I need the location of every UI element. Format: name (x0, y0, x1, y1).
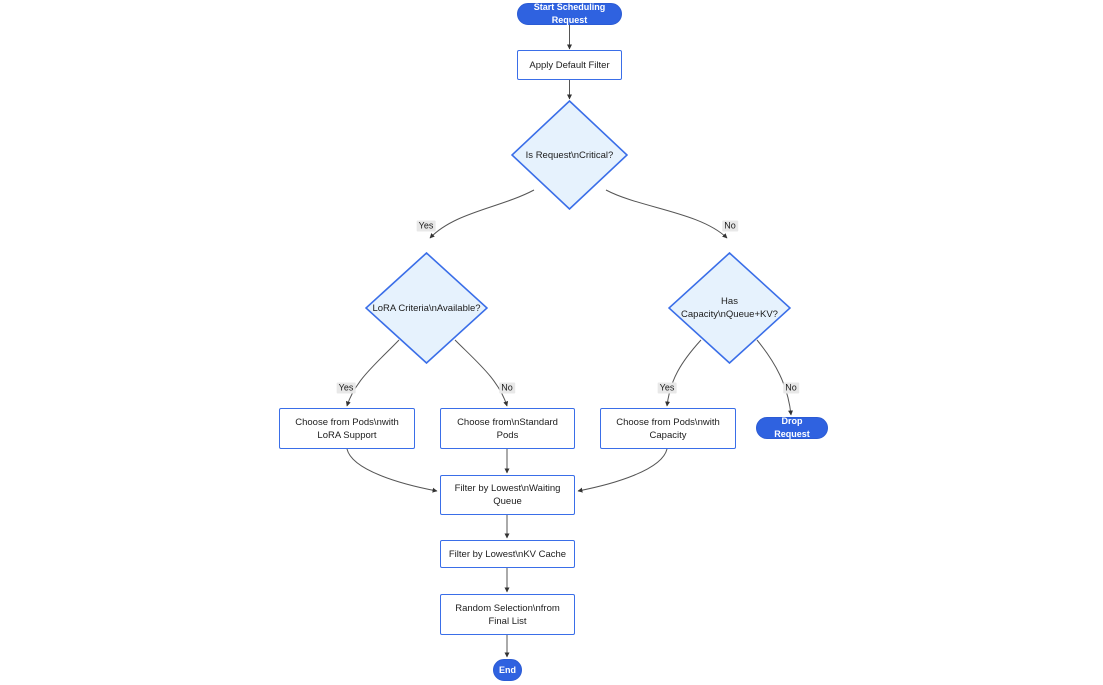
diamond-shape (511, 100, 628, 210)
node-start[interactable]: Start Scheduling Request (517, 2, 622, 25)
node-choose-standard-pods[interactable]: Choose from\nStandard Pods (440, 408, 575, 449)
edge-label-capacity-yes: Yes (657, 382, 677, 394)
node-has-capacity-queue-kv[interactable]: Has Capacity\nQueue+KV? (668, 252, 791, 364)
node-choose-standard-pods-label: Choose from\nStandard Pods (457, 416, 558, 441)
edge-label-lora-no: No (499, 382, 515, 394)
node-drop-request[interactable]: Drop Request (756, 416, 828, 439)
node-filter-by-lowest-waiting-queue-label: Filter by Lowest\nWaiting Queue (454, 483, 561, 507)
node-random-selection-from-final-list[interactable]: Random Selection\nfrom Final List (440, 594, 575, 635)
node-lora-criteria-available[interactable]: LoRA Criteria\nAvailable? (365, 252, 488, 364)
node-is-request-critical[interactable]: Is Request\nCritical? (511, 100, 628, 210)
node-random-selection-from-final-list-label: Random Selection\nfrom Final List (455, 602, 560, 627)
node-choose-pods-with-lora-support[interactable]: Choose from Pods\nwith LoRA Support (279, 408, 415, 449)
node-is-request-critical-label: Is Request\nCritical? (525, 149, 614, 161)
edge-label-capacity-no: No (783, 382, 799, 394)
diamond-shape (668, 252, 791, 364)
node-apply-default-filter[interactable]: Apply Default Filter (517, 50, 622, 80)
edge-label-lora-yes: Yes (336, 382, 356, 394)
node-choose-pods-with-capacity[interactable]: Choose from Pods\nwith Capacity (600, 408, 736, 449)
diamond-shape (365, 252, 488, 364)
edge-podscap-to-waiting (577, 448, 668, 493)
node-end-label: End (499, 664, 516, 675)
edge-podslora-to-waiting (346, 448, 438, 493)
node-lora-criteria-available-label: LoRA Criteria\nAvailable? (372, 302, 481, 314)
node-start-label: Start Scheduling Request (533, 2, 606, 25)
node-filter-by-lowest-kv-cache-label: Filter by Lowest\nKV Cache (448, 548, 567, 560)
node-drop-request-label: Drop Request (774, 416, 810, 439)
edge-label-critical-yes: Yes (416, 220, 436, 232)
node-has-capacity-queue-kv-label: Has Capacity\nQueue+KV? (681, 296, 778, 320)
node-filter-by-lowest-waiting-queue[interactable]: Filter by Lowest\nWaiting Queue (440, 475, 575, 515)
node-end[interactable]: End (493, 659, 522, 681)
edge-label-critical-no: No (722, 220, 738, 232)
node-apply-default-filter-label: Apply Default Filter (529, 59, 610, 71)
node-choose-pods-with-lora-support-label: Choose from Pods\nwith LoRA Support (295, 416, 399, 441)
node-filter-by-lowest-kv-cache[interactable]: Filter by Lowest\nKV Cache (440, 540, 575, 568)
node-choose-pods-with-capacity-label: Choose from Pods\nwith Capacity (616, 416, 720, 441)
